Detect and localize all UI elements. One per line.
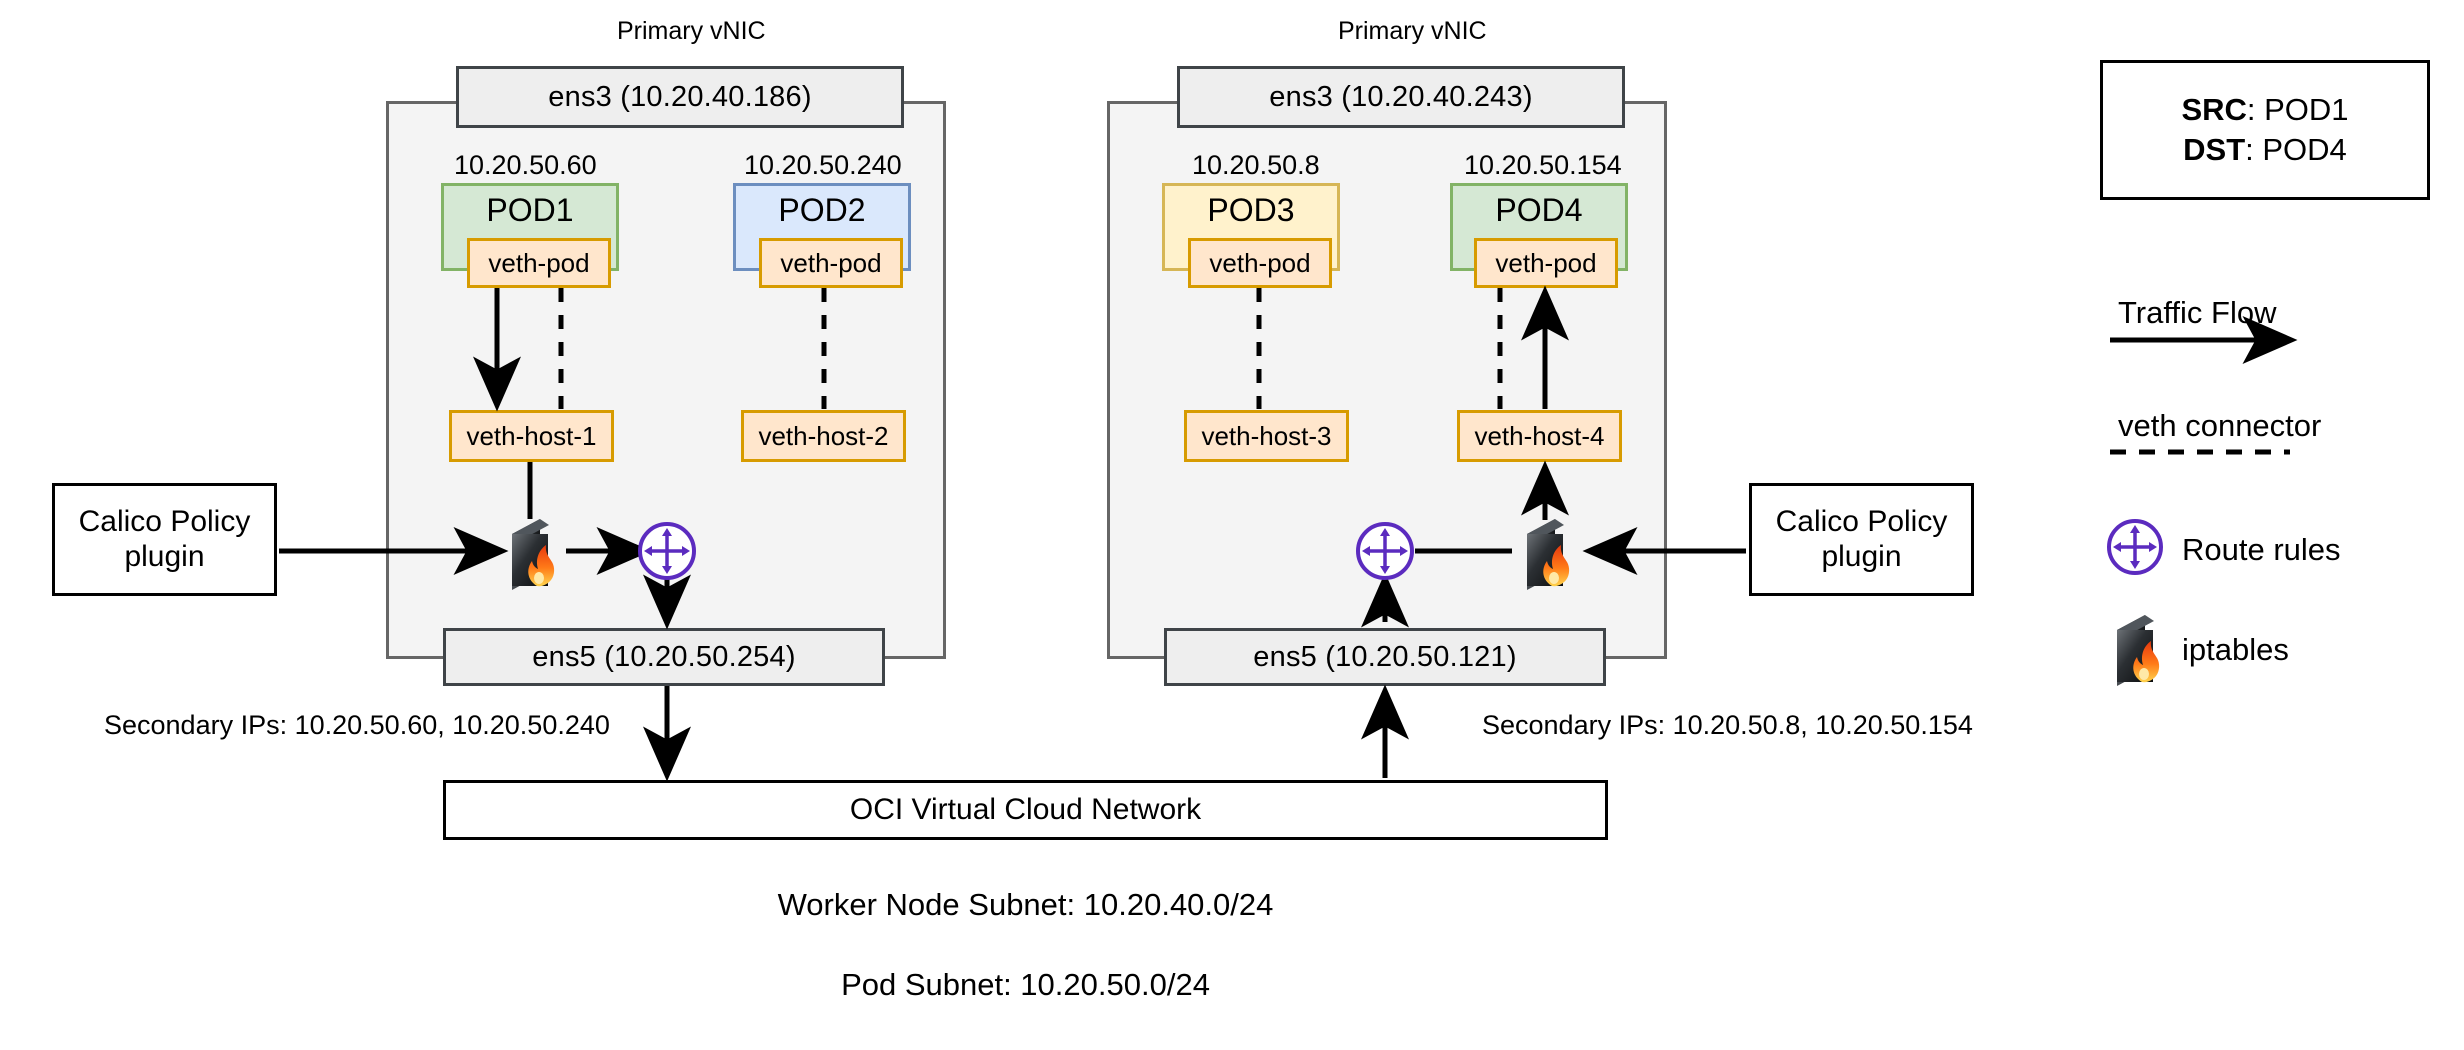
legend-src-key: SRC [2181, 91, 2247, 127]
legend-traffic-flow-label: Traffic Flow [2118, 295, 2277, 330]
left-primary-vnic-caption: Primary vNIC [617, 17, 766, 45]
left-veth-host-2: veth-host-2 [741, 410, 906, 462]
route-rules-icon-legend [2107, 519, 2163, 575]
left-ens5-label: ens5 (10.20.50.254) [532, 640, 796, 673]
calico-left-line2: plugin [124, 539, 205, 573]
right-pod3-label: POD3 [1207, 192, 1295, 228]
right-primary-vnic-caption: Primary vNIC [1338, 17, 1487, 45]
right-pod3-veth-pod-label: veth-pod [1209, 247, 1311, 278]
right-pod3-ip: 10.20.50.8 [1192, 150, 1320, 180]
left-ens3-label: ens3 (10.20.40.186) [548, 80, 812, 113]
left-pod2-label: POD2 [778, 192, 866, 228]
legend-route-rules-label: Route rules [2182, 532, 2341, 567]
calico-right-line1: Calico Policy [1775, 505, 1948, 538]
left-pod1-ip: 10.20.50.60 [454, 150, 597, 180]
left-pod2-veth-pod-label: veth-pod [780, 247, 882, 278]
left-pod2-veth-pod: veth-pod [759, 238, 903, 288]
right-ens5-box: ens5 (10.20.50.121) [1164, 628, 1606, 686]
worker-node-subnet-label: Worker Node Subnet: 10.20.40.0/24 [777, 887, 1274, 922]
calico-policy-plugin-left: Calico Policy plugin [52, 483, 277, 596]
legend-src-dst-box: SRC: POD1 DST: POD4 [2100, 60, 2430, 200]
right-veth-host-4: veth-host-4 [1457, 410, 1622, 462]
right-pod4-label: POD4 [1495, 192, 1583, 228]
right-veth-host-4-label: veth-host-4 [1474, 420, 1605, 451]
right-pod4-veth-pod-label: veth-pod [1495, 247, 1597, 278]
right-veth-host-3: veth-host-3 [1184, 410, 1349, 462]
right-ens3-label: ens3 (10.20.40.243) [1269, 80, 1533, 113]
left-veth-host-1-label: veth-host-1 [466, 420, 597, 451]
pod-subnet-label: Pod Subnet: 10.20.50.0/24 [841, 967, 1210, 1002]
calico-policy-plugin-right: Calico Policy plugin [1749, 483, 1974, 596]
right-veth-host-3-label: veth-host-3 [1201, 420, 1332, 451]
left-pod2-ip: 10.20.50.240 [744, 150, 902, 180]
legend-src-value: : POD1 [2246, 91, 2349, 127]
left-pod1-veth-pod-label: veth-pod [488, 247, 590, 278]
legend-dst-value: : POD4 [2245, 132, 2347, 167]
legend-veth-connector-label: veth connector [2118, 408, 2322, 443]
iptables-icon-legend [2117, 615, 2160, 686]
right-pod4-veth-pod: veth-pod [1474, 238, 1618, 288]
oci-vcn-box: OCI Virtual Cloud Network [443, 780, 1608, 840]
legend-dst-key: DST [2183, 132, 2246, 167]
left-veth-host-1: veth-host-1 [449, 410, 614, 462]
right-pod4-ip: 10.20.50.154 [1464, 150, 1622, 180]
right-ens3-box: ens3 (10.20.40.243) [1177, 66, 1625, 128]
left-pod1-label: POD1 [486, 192, 574, 228]
right-secondary-ips: Secondary IPs: 10.20.50.8, 10.20.50.154 [1482, 710, 1973, 740]
oci-vcn-label: OCI Virtual Cloud Network [849, 792, 1202, 826]
right-pod3-veth-pod: veth-pod [1188, 238, 1332, 288]
calico-right-line2: plugin [1821, 539, 1902, 573]
legend-iptables-label: iptables [2182, 632, 2289, 667]
calico-left-line1: Calico Policy [78, 505, 251, 538]
left-secondary-ips: Secondary IPs: 10.20.50.60, 10.20.50.240 [104, 710, 610, 740]
left-ens5-box: ens5 (10.20.50.254) [443, 628, 885, 686]
right-ens5-label: ens5 (10.20.50.121) [1253, 640, 1517, 673]
left-ens3-box: ens3 (10.20.40.186) [456, 66, 904, 128]
left-veth-host-2-label: veth-host-2 [758, 420, 889, 451]
left-pod1-veth-pod: veth-pod [467, 238, 611, 288]
